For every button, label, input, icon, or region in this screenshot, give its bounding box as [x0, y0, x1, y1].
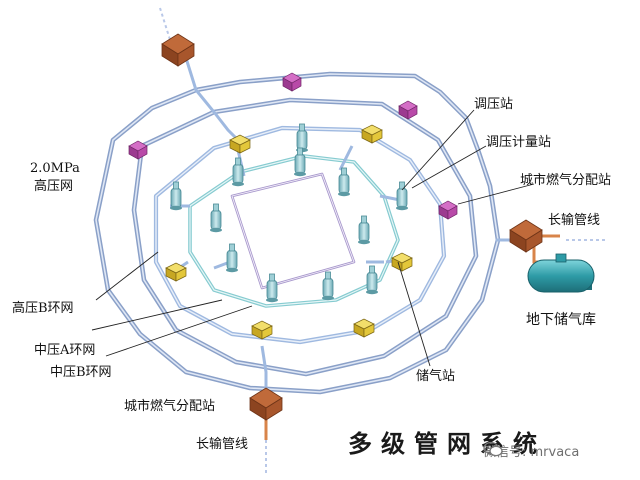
label-medium-pressure-a-ring: 中压A环网 [34, 343, 96, 358]
label-high-pressure-main: 高压网 [34, 179, 74, 194]
label-long-pipeline-bottom: 长输管线 [196, 437, 249, 452]
regulator-icon [209, 203, 223, 233]
regulator-icon [265, 273, 279, 303]
regulator-icon [293, 147, 307, 177]
gas-storage-icon [391, 252, 413, 272]
regulator-icon [169, 181, 183, 211]
regulator-icon [395, 181, 409, 211]
label-gas-storage-station: 储气站 [416, 369, 456, 384]
regulator-icon [337, 167, 351, 197]
regulator-icon [357, 215, 371, 245]
storage-tank-icon [527, 253, 595, 293]
medium-pressure-b-ring-network [230, 172, 356, 290]
house-icon [249, 387, 283, 421]
medium-pressure-a-ring-network [188, 154, 400, 308]
house-icon [509, 219, 543, 253]
label-high-pressure-b-ring: 高压B环网 [12, 301, 74, 316]
label-medium-pressure-b-ring: 中压B环网 [50, 365, 112, 380]
gas-flow-marks [159, 7, 606, 474]
regulator-icon [225, 243, 239, 273]
regulator-icon [321, 271, 335, 301]
wechat-icon [483, 441, 503, 457]
watermark: 微信号: mrvaca [483, 441, 579, 460]
label-city-distribution-station: 城市燃气分配站 [520, 173, 612, 188]
branch-pipes [170, 57, 520, 392]
label-city-distribution-station-bottom: 城市燃气分配站 [124, 399, 216, 414]
label-high-pressure-value: 2.0MPa [30, 161, 80, 176]
label-regulating-metering-station: 调压计量站 [486, 135, 552, 150]
label-pressure-regulating-station: 调压站 [474, 97, 514, 112]
regulator-icon [365, 265, 379, 295]
watermark-text: 微信号: mrvaca [483, 445, 580, 460]
label-long-pipeline: 长输管线 [548, 213, 601, 228]
house-icon [161, 33, 195, 67]
leader-lines [91, 109, 535, 367]
diagram-title: 多级管网系统 [348, 429, 546, 458]
high-pressure-b-ring-network [153, 125, 447, 345]
label-underground-storage: 地下储气库 [526, 312, 596, 328]
